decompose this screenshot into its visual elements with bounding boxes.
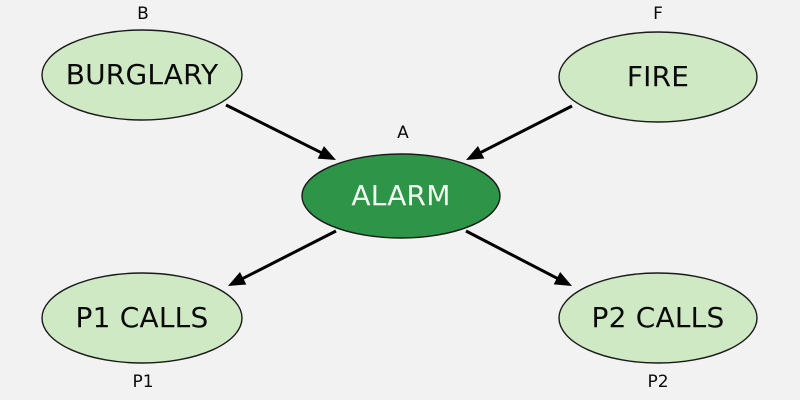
node-label-p1: P1 CALLS <box>76 301 209 334</box>
edge-f-to-a <box>466 104 573 160</box>
variable-label-b: B <box>137 4 149 24</box>
edge-arrowhead <box>466 146 485 160</box>
node-ellipse-b[interactable] <box>41 29 243 121</box>
node-b[interactable]: BURGLARY <box>41 29 243 121</box>
variable-label-a: A <box>397 123 409 143</box>
node-p1[interactable]: P1 CALLS <box>41 272 243 364</box>
variable-label-f: F <box>653 4 663 24</box>
edge-arrowhead <box>228 272 247 286</box>
node-ellipse-a[interactable] <box>301 153 501 239</box>
edge-arrowhead <box>553 271 572 286</box>
node-p2[interactable]: P2 CALLS <box>558 272 758 364</box>
edge-arrowhead <box>317 146 336 160</box>
node-a[interactable]: ALARM <box>301 153 501 239</box>
edge-line <box>225 103 324 155</box>
variable-label-p1: P1 <box>132 372 153 392</box>
edge-b-to-a <box>225 103 336 160</box>
node-ellipse-f[interactable] <box>558 31 758 123</box>
node-label-b: BURGLARY <box>66 58 219 91</box>
edge-a-to-p2 <box>465 229 572 286</box>
nodes-layer: BURGLARY FIRE ALARM P1 CALLS P2 CALLS <box>41 29 758 364</box>
variable-labels-layer: B F A P1 P2 <box>132 4 668 392</box>
edges-layer <box>225 103 573 286</box>
edge-line <box>240 229 337 281</box>
node-label-a: ALARM <box>351 179 450 212</box>
node-label-p2: P2 CALLS <box>592 301 725 334</box>
node-ellipse-p2[interactable] <box>558 272 758 364</box>
edge-line <box>478 104 573 155</box>
node-ellipse-p1[interactable] <box>41 272 243 364</box>
variable-label-p2: P2 <box>647 372 668 392</box>
edge-a-to-p1 <box>228 229 337 286</box>
node-f[interactable]: FIRE <box>558 31 758 123</box>
node-label-f: FIRE <box>627 60 689 93</box>
edge-line <box>465 229 560 281</box>
